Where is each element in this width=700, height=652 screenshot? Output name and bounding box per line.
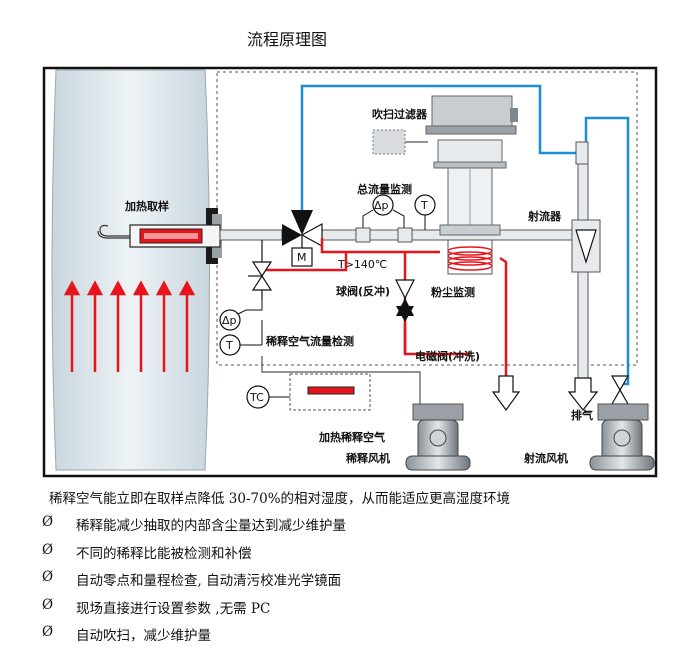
ejector: 射流器 [527, 163, 601, 379]
list-item-text: 自动吹扫，减少维护量 [76, 628, 211, 644]
caption-text: 稀释空气能立即在取样点降低 30-70%的相对湿度，从而能适应更高湿度环境 [49, 491, 511, 507]
feature-list: Ø 稀释能减少抽取的内部含尘量达到减少维护量 Ø 不同的稀释比能被检测和补偿 Ø 自动… [42, 514, 346, 652]
dust-monitor: 粉尘监测 [425, 95, 518, 299]
list-item: Ø 稀释能减少抽取的内部含尘量达到减少维护量 [42, 514, 346, 542]
dust-monitor-label: 粉尘监测 [431, 285, 475, 299]
sample-pipe [219, 229, 283, 241]
exhaust-outlet: 排气 [567, 377, 599, 422]
solenoid-outlet [491, 375, 521, 412]
dilution-heater: TC [246, 356, 421, 411]
total-flow-monitor-label: 总流量监测 [357, 182, 412, 196]
gas-flow-arrow-head [178, 280, 196, 296]
process-diagram: M 吹扫过滤器 粉尘监测 总流量监测 Δp T [42, 66, 658, 478]
list-item: Ø 不同的稀释比能被检测和补偿 [42, 542, 346, 570]
probe-tip [99, 224, 130, 237]
gas-flow-arrow-head [63, 280, 81, 296]
heated-line-bypass [499, 256, 508, 380]
three-way-valve: M [282, 210, 323, 267]
probe-heater-core [144, 233, 198, 239]
dilution-flow-label: 稀释空气流量检测 [266, 334, 354, 348]
list-item-text: 不同的稀释比能被检测和补偿 [76, 545, 252, 562]
solenoid-valve: 电磁阀(冲洗) [396, 306, 480, 363]
purge-air-line [300, 84, 578, 210]
solenoid-valve-label: 电磁阀(冲洗) [415, 349, 480, 363]
bullet-mark: Ø [42, 541, 54, 558]
ejector-label: 射流器 [527, 209, 562, 223]
dilution-valve [248, 240, 273, 300]
bullet-mark: Ø [42, 514, 54, 530]
ejector-air-line [584, 116, 630, 386]
list-item: Ø 自动零点和量程检查, 自动清污校准光学镜面 [42, 569, 346, 597]
purge-filter-label: 吹扫过滤器 [372, 107, 428, 121]
dilution-blower: 加热稀释空气 稀释风机 [318, 403, 471, 471]
gas-flow-arrow-head [109, 280, 127, 296]
t-junction [575, 141, 589, 165]
stack-duct [51, 69, 210, 471]
dust-monitor-top [431, 95, 513, 127]
list-item: Ø 自动吹扫，减少维护量 [42, 624, 346, 652]
dilution-flow-monitor: Δp T 稀释空气流量检测 [219, 300, 354, 356]
exhaust-label: 排气 [571, 408, 593, 422]
bullet-mark: Ø [42, 596, 54, 613]
gas-flow-arrow-head [132, 280, 150, 296]
list-item-text: 现场直接进行设置参数 ,无需 PC [76, 600, 271, 617]
dust-monitor-neck [437, 139, 503, 165]
ejector-blower-label: 射流风机 [523, 451, 568, 465]
diagram-title: 流程原理图 [247, 30, 328, 49]
list-item: Ø 现场直接进行设置参数 ,无需 PC [42, 597, 346, 625]
heated-probe [97, 208, 222, 264]
tc-label: TC [249, 391, 264, 404]
dilution-t-label: T [225, 339, 233, 352]
purge-filter: 吹扫过滤器 [372, 107, 428, 155]
dilution-dp-label: Δp [222, 314, 237, 327]
list-item-text: 稀释能减少抽取的内部含尘量达到减少维护量 [76, 518, 346, 534]
ball-valve-label: 球阀(反冲) [336, 284, 390, 298]
dust-monitor-cell [439, 224, 501, 236]
dilution-blower-label-2: 稀释风机 [346, 451, 390, 465]
bullet-mark: Ø [42, 624, 54, 640]
heating-sampling-label: 加热取样 [124, 199, 169, 213]
dilution-blower-label-1: 加热稀释空气 [318, 430, 385, 444]
total-flow-monitor: 总流量监测 Δp T [355, 182, 436, 243]
valve-motor [291, 247, 313, 267]
temperature-label: T>140℃ [337, 258, 387, 271]
list-item-text: 自动零点和量程检查, 自动清污校准光学镜面 [76, 573, 342, 589]
total-flow-t-label: T [420, 199, 428, 212]
gas-flow-arrow-head [155, 280, 173, 296]
heated-line-sample [320, 238, 440, 254]
total-flow-dp-label: Δp [374, 199, 389, 212]
gas-flow-arrow-head [86, 280, 104, 296]
bullet-mark: Ø [42, 569, 54, 585]
valve-motor-label: M [297, 251, 307, 264]
gas-flow-arrows [63, 280, 196, 372]
ejector-blower: 射流风机 [523, 375, 655, 471]
